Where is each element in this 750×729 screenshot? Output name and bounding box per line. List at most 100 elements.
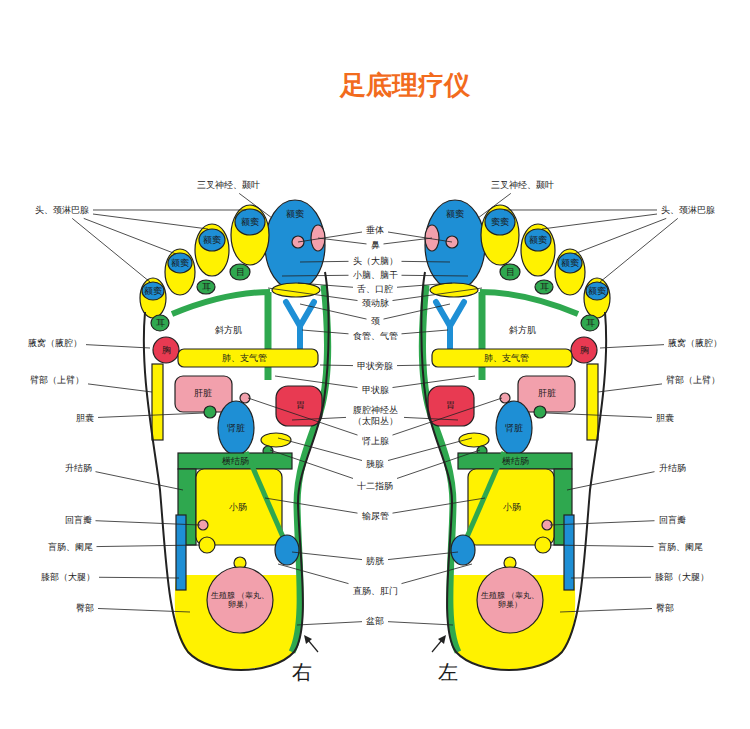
leader-line — [98, 608, 190, 612]
zone-text: 额窦 — [446, 209, 464, 219]
leader-line — [265, 498, 358, 513]
callout-label: 膝部（大腿） — [40, 572, 96, 583]
callout-label: 甲状旁腺 — [356, 361, 394, 372]
callout-label: 臂部（上臂） — [665, 375, 721, 386]
leader-line — [598, 384, 662, 392]
leader-line — [402, 275, 469, 277]
callout-label: 右 — [291, 660, 313, 684]
callout-label: 头、颈淋巴腺 — [660, 205, 716, 216]
callout-label: 垂体 — [365, 225, 385, 236]
leader-line — [388, 232, 452, 242]
zone-text: 生殖腺 （睾丸、卵巢） — [209, 591, 271, 609]
zone-label-box: 胃 — [445, 400, 456, 410]
callout-label: 胆囊 — [75, 413, 95, 424]
zone-label-box: 额窦 — [202, 235, 222, 245]
zone-text: 窦窦 — [491, 217, 509, 227]
callout-label: 三叉神经、颞叶 — [490, 180, 555, 191]
callout-label: 胰腺 — [365, 459, 385, 470]
leader-line — [550, 545, 654, 547]
callout-label: 肾上腺 — [361, 436, 390, 447]
zone-text: 额窦 — [286, 209, 304, 219]
leader-line — [388, 622, 453, 625]
callout-label: 腋窝（腋腔） — [27, 338, 83, 349]
zone-text: 小肠 — [229, 502, 247, 512]
callout-label: 腹腔神经丛 （太阳丛） — [349, 405, 401, 427]
zone-label-box: 生殖腺 （睾丸、卵巢） — [478, 591, 542, 609]
callout-label: 头（大脑） — [352, 256, 399, 267]
zone-label-box: 额窦 — [285, 209, 305, 219]
zone-label-box: 额窦 — [143, 286, 163, 296]
callout-label: 食管、气管 — [352, 331, 399, 342]
leader-line — [248, 398, 358, 435]
zone-label-box: 肝脏 — [537, 388, 557, 398]
zone-label-box: 肾脏 — [226, 423, 246, 433]
zone-text: 耳 — [202, 282, 211, 292]
leader-line — [600, 218, 678, 282]
leader-line — [300, 261, 349, 263]
leader-line — [600, 345, 664, 348]
leader-line — [96, 521, 201, 525]
leader-line — [84, 218, 176, 254]
callout-label: 舌、口腔 — [356, 284, 394, 295]
callout-label: 膝部（大腿） — [654, 572, 710, 583]
zone-label-box: 肾脏 — [504, 423, 524, 433]
zone-label-box: 小肠 — [228, 502, 248, 512]
callout-label: 盲肠、阑尾 — [47, 542, 94, 553]
leader-line — [93, 209, 246, 210]
zone-label-box: 窦窦 — [490, 217, 510, 227]
leader-line — [99, 577, 179, 579]
zone-text: 额窦 — [241, 217, 259, 227]
zone-label-box: 目 — [505, 267, 516, 277]
callout-label: 腋窝（腋腔） — [667, 338, 723, 349]
zone-label-box: 肝脏 — [193, 388, 213, 398]
callout-label: 输尿管 — [361, 511, 390, 522]
leader-line — [298, 232, 362, 242]
leader-line — [550, 521, 655, 525]
zone-label-box: 斜方肌 — [214, 325, 243, 335]
leader-line — [397, 450, 480, 478]
zone-label-box: 额窦 — [240, 217, 260, 227]
zone-label-box: 额窦 — [528, 235, 548, 245]
zone-text: 胃 — [296, 400, 305, 410]
leader-line — [402, 261, 451, 263]
zone-text: 肾脏 — [505, 423, 523, 433]
leader-line — [384, 238, 433, 244]
callout-label: 小脑、脑干 — [352, 270, 399, 281]
leader-line — [546, 413, 652, 417]
leader-line — [97, 545, 201, 547]
callout-label: 臀部 — [655, 603, 675, 614]
leader-line — [270, 450, 353, 478]
leader-line — [402, 564, 473, 584]
zone-text: 横结肠 — [502, 456, 529, 466]
zone-label-box: 胸 — [579, 345, 590, 355]
zone-label-box: 额窦 — [170, 258, 190, 268]
leader-line — [300, 304, 367, 319]
zone-label-box: 肺、支气管 — [221, 353, 268, 363]
callout-label: 头、颈淋巴腺 — [34, 205, 90, 216]
leader-line — [292, 417, 346, 420]
leader-line — [478, 193, 511, 218]
leader-line — [574, 218, 666, 254]
zone-text: 额窦 — [203, 235, 221, 245]
zone-text: 耳 — [586, 318, 595, 328]
leader-line — [275, 376, 358, 388]
zone-label-box: 耳 — [539, 282, 550, 292]
leader-line — [402, 330, 449, 334]
leader-line — [542, 214, 657, 229]
leader-line — [98, 413, 204, 417]
zone-label-box: 横结肠 — [501, 456, 530, 466]
callout-label: 盆部 — [365, 616, 385, 627]
callout-label: 胆囊 — [655, 413, 675, 424]
leader-line — [567, 472, 655, 490]
callout-label: 臂部（上臂） — [29, 375, 85, 386]
zone-label-box: 胸 — [161, 345, 172, 355]
zone-label-box: 额窦 — [587, 286, 607, 296]
zone-text: 额窦 — [561, 258, 579, 268]
leader-line — [96, 472, 184, 490]
leader-line — [397, 283, 452, 287]
zone-text: 小肠 — [503, 502, 521, 512]
callout-label: 回盲瓣 — [64, 515, 93, 526]
leader-line — [397, 365, 430, 367]
zone-text: 肺、支气管 — [222, 353, 267, 363]
callout-label: 鼻 — [370, 240, 381, 251]
